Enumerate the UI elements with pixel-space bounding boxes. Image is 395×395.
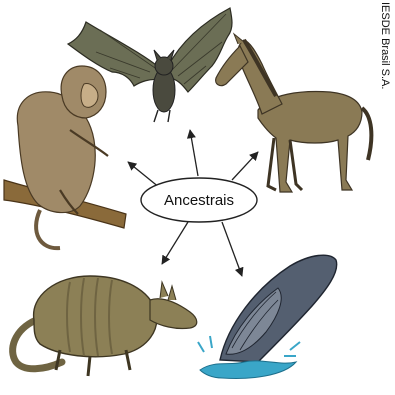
horse-ear <box>234 34 244 44</box>
arrow-to-monkey <box>128 162 160 188</box>
horse-tail <box>362 108 371 160</box>
monkey-tail <box>36 210 60 248</box>
whale-illustration <box>198 255 337 378</box>
arrow-to-whale <box>222 222 242 276</box>
armadillo-illustration <box>13 276 197 376</box>
image-credit: IESDE Brasil S.A. <box>375 2 391 122</box>
horse-illustration <box>216 34 372 192</box>
horse-neck <box>238 40 282 114</box>
whale-water <box>200 361 296 379</box>
monkey-illustration <box>4 66 126 248</box>
arrow-to-bat <box>190 130 198 176</box>
arrow-to-horse <box>232 152 258 180</box>
ancestors-label: Ancestrais <box>164 192 234 209</box>
armadillo-head <box>150 299 197 329</box>
arrow-to-armadillo <box>162 222 188 264</box>
bat-head <box>155 57 173 75</box>
ancestors-node: Ancestrais <box>141 178 257 222</box>
armadillo-ears <box>160 282 176 300</box>
